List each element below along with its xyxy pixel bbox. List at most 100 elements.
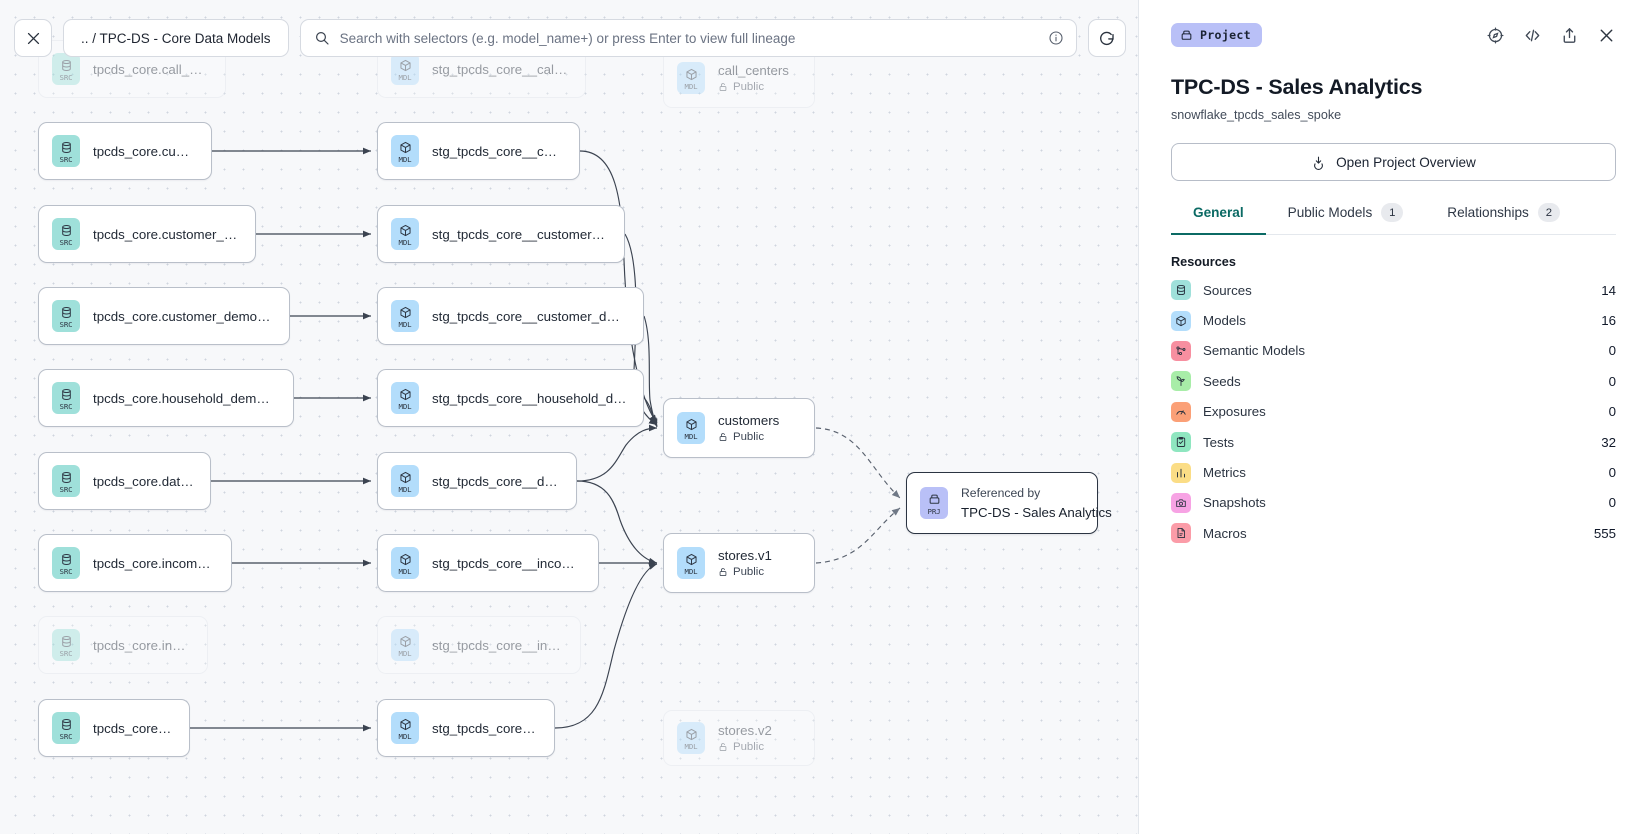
- resource-count: 0: [1608, 373, 1616, 389]
- resource-type-chip[interactable]: Project: [1171, 23, 1262, 47]
- breadcrumb[interactable]: .. / TPC-DS - Core Data Models: [63, 19, 289, 57]
- panel-header: Project: [1171, 0, 1616, 56]
- share-icon[interactable]: [1560, 26, 1579, 45]
- lineage-canvas[interactable]: .. / TPC-DS - Core Data Models: [0, 0, 1138, 834]
- node-type-badge-mdl: MDL: [391, 382, 419, 414]
- lock-icon: [718, 82, 728, 92]
- node-type-badge-mdl: MDL: [391, 218, 419, 250]
- close-lineage-button[interactable]: [14, 19, 52, 57]
- info-circle-icon[interactable]: [1048, 30, 1064, 46]
- graph-node-mdl-cust-demo[interactable]: MDLstg_tpcds_core__customer_demogra…: [377, 287, 644, 345]
- database-icon: [60, 57, 73, 72]
- refresh-icon: [1100, 31, 1114, 46]
- node-type-badge-src: SRC: [52, 382, 80, 414]
- tab-label: Relationships: [1447, 205, 1529, 220]
- graph-node-src-date-dim[interactable]: SRC tpcds_core.date_dim: [38, 452, 211, 510]
- project-icon: [1181, 30, 1192, 40]
- refresh-button[interactable]: [1088, 19, 1126, 57]
- public-label: Public: [733, 81, 765, 93]
- resource-row-sources[interactable]: Sources 14: [1171, 275, 1616, 305]
- tab-general[interactable]: General: [1171, 203, 1266, 235]
- lock-icon: [718, 432, 728, 442]
- database-icon: [60, 386, 73, 401]
- node-label: stg_tpcds_core__store: [432, 720, 538, 736]
- cube-icon: [399, 716, 412, 731]
- resource-count: 14: [1601, 282, 1616, 298]
- node-type-badge-mdl: MDL: [677, 722, 705, 754]
- node-type-badge-mdl: MDL: [391, 629, 419, 661]
- node-label: stg_tpcds_core__customer_address: [432, 226, 608, 242]
- public-access-badge: Public: [718, 81, 789, 93]
- graph-node-mdl-store[interactable]: MDL stg_tpcds_core__store: [377, 699, 555, 757]
- node-label: stores.v1: [718, 548, 772, 563]
- public-access-badge: Public: [718, 741, 772, 753]
- cube-icon: [399, 551, 412, 566]
- open-project-overview-button[interactable]: Open Project Overview: [1171, 143, 1616, 181]
- public-access-badge: Public: [718, 566, 772, 578]
- close-panel-icon[interactable]: [1597, 26, 1616, 45]
- graph-node-mdl-cust-addr[interactable]: MDL stg_tpcds_core__customer_address: [377, 205, 625, 263]
- graph-node-mdl-hh-demo[interactable]: MDLstg_tpcds_core__household_demogr…: [377, 369, 644, 427]
- lineage-edges: [190, 147, 901, 732]
- graph-node-mdl-inventory[interactable]: MDL stg_tpcds_core__inventory: [377, 616, 581, 674]
- compass-icon[interactable]: [1486, 26, 1505, 45]
- node-type-badge-src: SRC: [52, 547, 80, 579]
- node-label: tpcds_core.date_dim: [93, 473, 194, 489]
- node-type-badge-mdl: MDL: [391, 712, 419, 744]
- database-icon: [60, 469, 73, 484]
- public-label: Public: [733, 566, 765, 578]
- resource-count: 0: [1608, 495, 1616, 511]
- node-label: stg_tpcds_core__customer_demogra…: [432, 308, 627, 324]
- node-label: stores.v2: [718, 723, 772, 738]
- code-brackets-icon[interactable]: [1523, 26, 1542, 45]
- node-label: stg_tpcds_core__inventory: [432, 637, 564, 653]
- node-type-badge-mdl: MDL: [391, 135, 419, 167]
- node-label: tpcds_core.inventory: [93, 637, 191, 653]
- node-label: customers: [718, 413, 780, 428]
- node-label: tpcds_core.call_center: [93, 61, 209, 77]
- project-identifier: snowflake_tpcds_sales_spoke: [1171, 108, 1342, 122]
- cube-icon: [685, 551, 698, 566]
- cube-icon: [399, 386, 412, 401]
- resource-name: Sources: [1203, 282, 1252, 298]
- macro-file-icon: [1171, 523, 1191, 544]
- cube-icon: [399, 222, 412, 237]
- database-icon: [1171, 280, 1191, 301]
- search-bar[interactable]: [299, 19, 1077, 57]
- search-input[interactable]: [339, 30, 1038, 46]
- resource-count: 0: [1608, 404, 1616, 420]
- bar-chart-icon: [1171, 462, 1191, 483]
- resource-count: 0: [1608, 343, 1616, 359]
- resource-name: Models: [1203, 313, 1246, 329]
- node-type-badge-src: SRC: [52, 465, 80, 497]
- semantic-graph-icon: [1171, 340, 1191, 361]
- node-label: call_centers: [718, 63, 789, 78]
- database-icon: [60, 222, 73, 237]
